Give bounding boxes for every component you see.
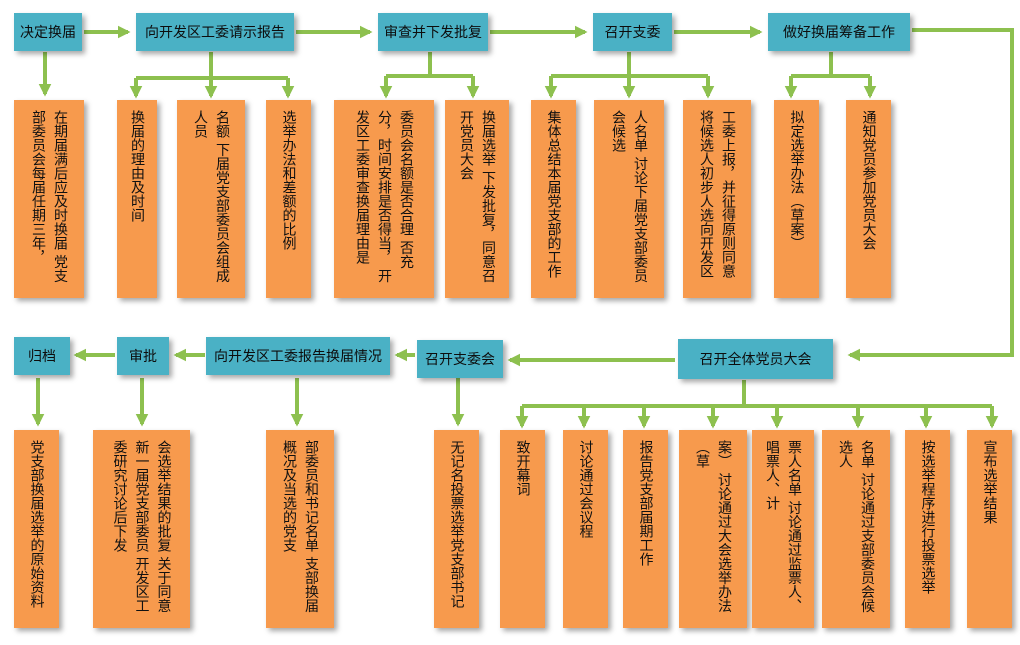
step-archive: 归档 — [14, 337, 70, 375]
leaf-issue-reply: 换届选举 下发批复，同意召开党员大会 — [445, 100, 509, 298]
step-title: 向开发区工委请示报告 — [145, 25, 285, 41]
leaf-election-summary: 部委员和书记名单 支部换届概况及当选的党支 — [266, 430, 334, 628]
step-title: 决定换届 — [20, 25, 76, 41]
leaf-assembly-method: 案） 讨论通过大会选举办法（草 — [679, 430, 747, 628]
leaf-notify-members: 通知党员参加党员大会 — [846, 100, 891, 298]
step-title: 归档 — [28, 349, 56, 365]
leaf-secretary-vote: 无记名投票选举党支部书记 — [434, 430, 479, 628]
leaf-approval-reply: 会选举结果的批复 关于同意新一届党支部委员 开发区工委研究讨论后下发 — [93, 430, 190, 628]
leaf-draft-method: 拟定选举办法（草案） — [774, 100, 819, 298]
leaf-original-materials: 党支部换届选举的原始资料 — [14, 430, 59, 628]
step-hold-committee: 召开支委 — [593, 13, 672, 51]
step-prepare-election: 做好换届筹备工作 — [768, 13, 910, 51]
step-general-assembly: 召开全体党员大会 — [678, 339, 833, 379]
step-title: 审批 — [129, 349, 157, 365]
leaf-candidate-list: 名单 讨论通过支部委员会候选人 — [822, 430, 890, 628]
leaf-quota-members: 名额 下届党支部委员会组成人员 — [177, 100, 245, 298]
leaf-summarize-work: 集体总结本届党支部的工作 — [531, 100, 576, 298]
leaf-term-expiry: 在期届满后应及时换届 党支部委员会每届任期三年， — [14, 100, 84, 298]
step-request-report: 向开发区工委请示报告 — [136, 13, 294, 51]
step-title: 做好换届筹备工作 — [783, 25, 895, 41]
leaf-announce-result: 宣布选举结果 — [967, 430, 1012, 628]
step-title: 审查并下发批复 — [384, 25, 482, 41]
leaf-discuss-candidates: 人名单 讨论下届党支部委员会候选 — [594, 100, 664, 298]
step-approval: 审批 — [117, 337, 169, 375]
leaf-agenda: 讨论通过会议程 — [563, 430, 608, 628]
leaf-election-method: 选举办法和差额的比例 — [266, 100, 311, 298]
leaf-tellers-list: 票人名单 讨论通过监票人、唱票人、计 — [752, 430, 814, 628]
leaf-reason-time: 换届的理由及时间 — [117, 100, 157, 298]
step-title: 召开全体党员大会 — [699, 352, 812, 368]
step-title: 召开支委 — [604, 25, 661, 41]
leaf-opening-speech: 致开幕词 — [500, 430, 545, 628]
leaf-report-candidates: 工委上报，并征得原则同意 将候选人初步人选向开发区 — [683, 100, 751, 298]
step-title: 向开发区工委报告换届情况 — [214, 349, 382, 365]
leaf-work-report: 报告党支部届期工作 — [623, 430, 668, 628]
leaf-vote-procedure: 按选举程序进行投票选举 — [905, 430, 950, 628]
step-report-result: 向开发区工委报告换届情况 — [206, 337, 390, 375]
leaf-committee-review: 委员会名额是否合理 否充分，时间安排是否得当， 开发区工委审查换届理由是 — [334, 100, 434, 298]
step-committee-meeting: 召开支委会 — [417, 340, 503, 378]
step-title: 召开支委会 — [425, 352, 495, 368]
step-review-reply: 审查并下发批复 — [378, 13, 488, 51]
step-decide-election: 决定换届 — [14, 13, 82, 51]
